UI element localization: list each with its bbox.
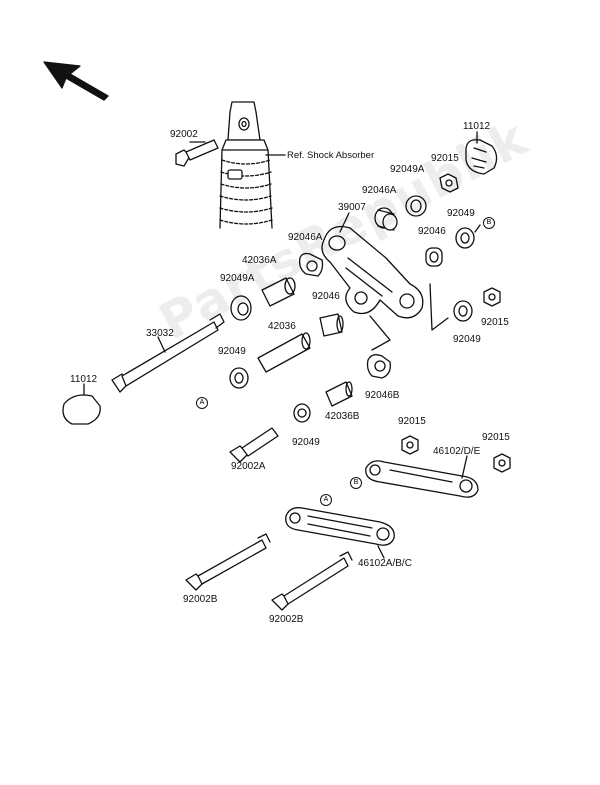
label-92002B-right: 92002B [269, 614, 304, 625]
bearing-92046-center-icon [319, 313, 344, 337]
label-92049-right2: 92049 [453, 334, 481, 345]
label-42036B: 42036B [325, 411, 360, 422]
seal-92049A-left-icon [230, 295, 252, 321]
bearing-92046A-top-icon [374, 207, 398, 231]
seal-92049-center-icon [293, 403, 311, 423]
seal-92049-right-icon [455, 227, 475, 249]
label-33032: 33032 [146, 328, 174, 339]
cap-11012-left-icon [62, 394, 101, 425]
bolt-92002B-left-icon [185, 533, 271, 591]
sleeve-42036B-icon [325, 381, 353, 407]
label-92002B-left: 92002B [183, 594, 218, 605]
marker-b-right: B [483, 217, 495, 229]
label-92015-middle2: 92015 [482, 432, 510, 443]
bearing-92046B-icon [366, 354, 391, 379]
shock-absorber-icon [219, 101, 273, 229]
label-39007: 39007 [338, 202, 366, 213]
marker-a-lower: A [320, 494, 332, 506]
label-92046-right: 92046 [418, 226, 446, 237]
sleeve-42036-icon [257, 332, 311, 373]
bearing-92046A-left-icon [298, 252, 324, 277]
seal-92049A-top-icon [405, 195, 427, 217]
seal-92049-left-icon [229, 367, 249, 389]
tie-rod-46102ABC-icon [285, 507, 395, 546]
label-11012-top: 11012 [463, 121, 491, 132]
bolt-92002-icon [175, 139, 219, 167]
label-92002: 92002 [170, 129, 198, 140]
label-92015-right: 92015 [481, 317, 509, 328]
label-46102DE: 46102/D/E [433, 446, 481, 457]
label-11012-left: 11012 [70, 374, 98, 385]
label-92015-top: 92015 [431, 153, 459, 164]
bolt-92002B-right-icon [271, 551, 353, 611]
label-92015-middle: 92015 [398, 416, 426, 427]
label-92049A-left: 92049A [220, 273, 255, 284]
label-ref-shock-absorber: Ref. Shock Absorber [287, 150, 375, 161]
marker-b-lower: B [350, 477, 362, 489]
label-42036: 42036 [268, 321, 296, 332]
label-92046A-left: 92046A [288, 232, 323, 243]
nut-92015-middle2-icon [493, 453, 511, 473]
nut-92015-top-icon [439, 173, 459, 193]
label-92046A-top: 92046A [362, 185, 397, 196]
label-92049-right: 92049 [447, 208, 475, 219]
label-92046-center: 92046 [312, 291, 340, 302]
label-92049A-top: 92049A [390, 164, 425, 175]
label-92002A: 92002A [231, 461, 266, 472]
shaft-33032-icon [111, 313, 225, 393]
label-92046B: 92046B [365, 390, 400, 401]
nut-92015-middle-icon [401, 435, 419, 455]
direction-arrow-icon [43, 61, 109, 101]
label-92049-left: 92049 [218, 346, 246, 357]
rocker-arm-39007-icon [321, 225, 424, 319]
bolt-92002A-icon [229, 427, 279, 463]
tie-rod-46102DE-icon [365, 460, 479, 498]
sleeve-42036A-icon [261, 277, 296, 307]
label-92049-center: 92049 [292, 437, 320, 448]
marker-a-left: A [196, 397, 208, 409]
cap-11012-top-icon [465, 139, 498, 175]
nut-92015-right-icon [483, 287, 501, 307]
label-42036A: 42036A [242, 255, 277, 266]
label-46102ABC: 46102A/B/C [358, 558, 412, 569]
seal-92049-right2-icon [453, 300, 473, 322]
bearing-92046-right-icon [425, 247, 443, 267]
